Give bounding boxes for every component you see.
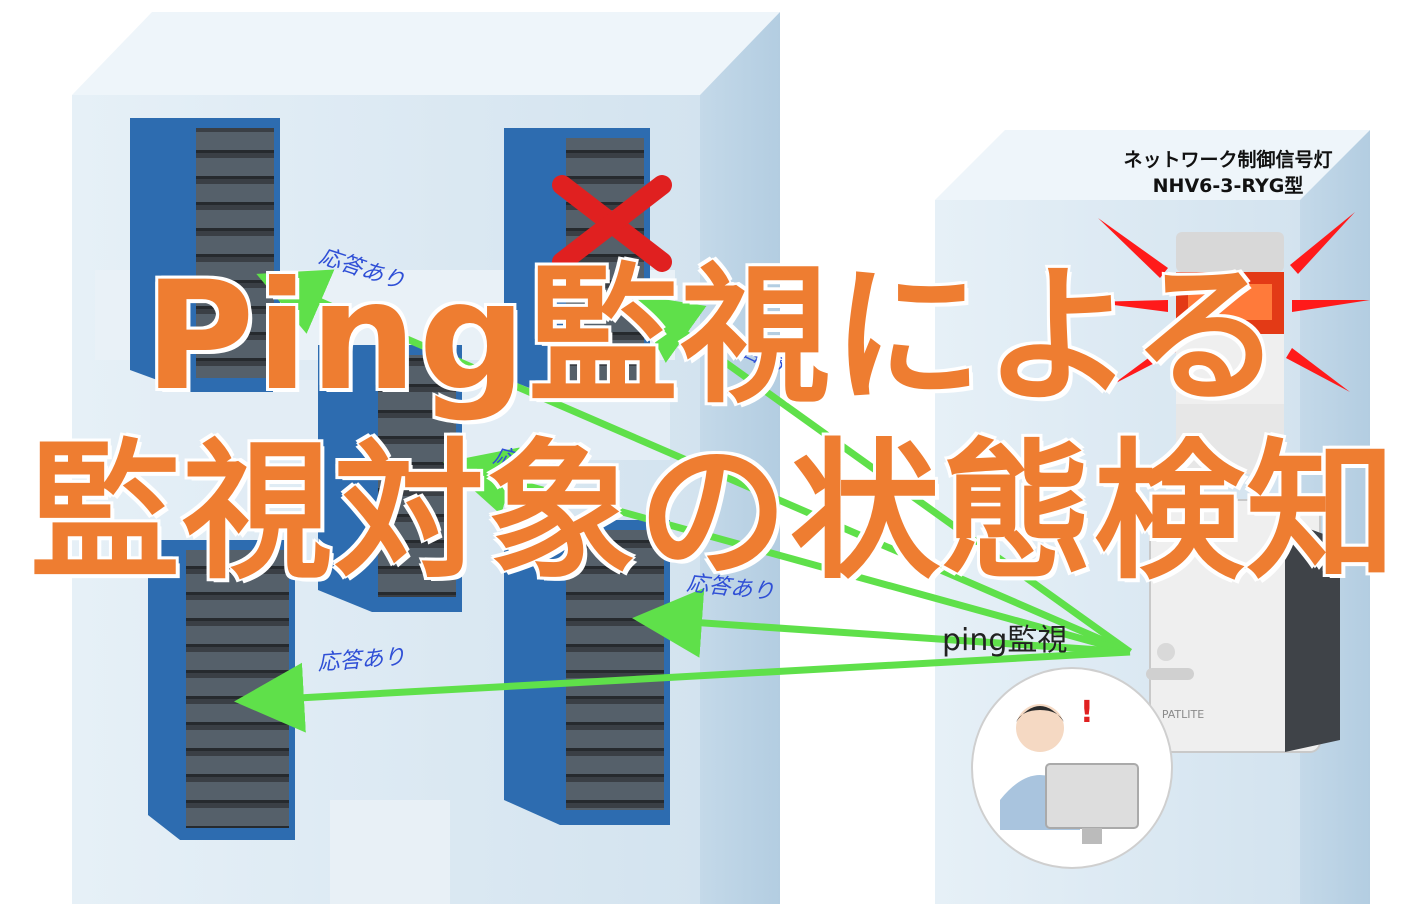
title-line-1: Ping監視による [143, 250, 1284, 424]
device-model: NHV6-3-RYG型 [1153, 174, 1304, 197]
operator-illustration: ! [971, 667, 1173, 869]
device-name: ネットワーク制御信号灯 [1123, 148, 1332, 171]
title-line-2: 監視対象の状態検知 [28, 426, 1398, 600]
server-rack [504, 128, 650, 400]
ping-arrow [629, 293, 1133, 655]
brand-mark: PATLITE [1162, 708, 1204, 721]
server-rack [130, 118, 280, 392]
ping-label: ping監視 [942, 623, 1067, 658]
ping-arrow [443, 447, 1131, 656]
ping-arrows [234, 269, 1133, 733]
device-label: ネットワーク制御信号灯 NHV6-3-RYG型 [1123, 148, 1332, 197]
response-label: 応答あり [317, 645, 407, 676]
ping-arrow [234, 648, 1131, 733]
alert-rays-icon [1090, 212, 1370, 392]
server-rack [504, 520, 670, 825]
error-cross-icon [552, 175, 672, 272]
signal-tower: PATLITE [1146, 232, 1340, 753]
ping-arrow [256, 269, 1132, 656]
alert-icon: ! [1080, 695, 1094, 730]
ping-arrow [632, 587, 1131, 658]
